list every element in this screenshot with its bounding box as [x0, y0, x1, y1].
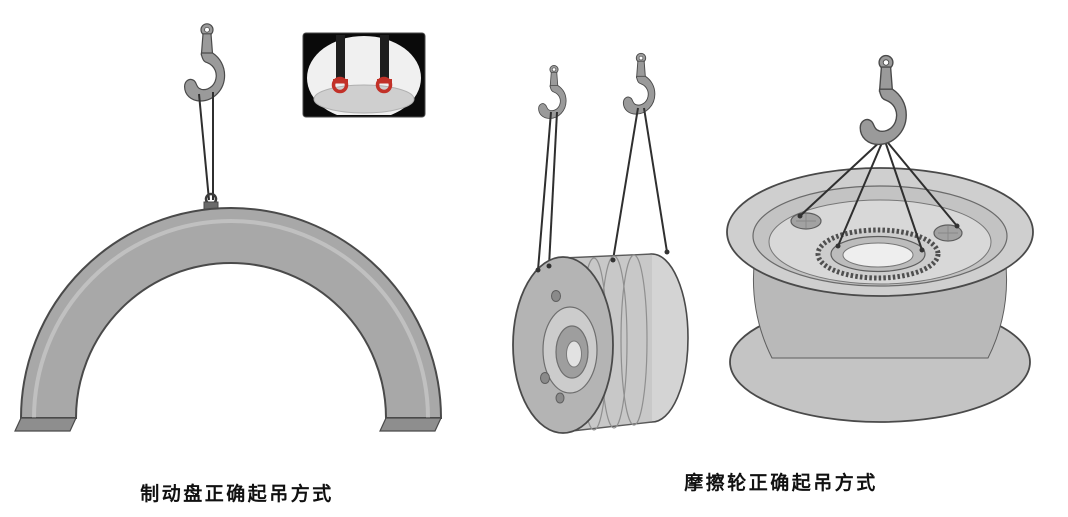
- sling-line: [883, 137, 923, 251]
- bolt-hole: [555, 392, 565, 404]
- sling-line: [837, 137, 885, 247]
- inset-ground: [313, 84, 415, 114]
- crane-hook-icon: [538, 65, 567, 119]
- sling-attachment: [797, 213, 803, 219]
- sling-attachment: [664, 249, 670, 255]
- center-bore: [842, 242, 914, 268]
- sling-line: [883, 137, 958, 227]
- bolt-hole: [551, 290, 561, 302]
- figure-caption-brake-disc: 制动盘正确起吊方式: [140, 484, 334, 505]
- wheel-body-edges: [562, 253, 653, 433]
- crane-hook-icon: [184, 23, 226, 102]
- sling-attachment: [546, 263, 552, 269]
- sling-attachment: [954, 223, 960, 229]
- friction-wheel-figure: [726, 54, 1034, 423]
- arch-foot: [14, 417, 77, 432]
- sling-line: [612, 107, 639, 261]
- sling-line: [198, 93, 210, 201]
- brake-disc-arch: [19, 207, 443, 419]
- bolt-hole: [540, 372, 550, 384]
- brake-disc-figure: [14, 23, 443, 432]
- red-shackle-icon: [331, 76, 349, 94]
- sling-line: [537, 111, 552, 271]
- lifting-bar: [336, 35, 345, 79]
- arch-foot: [379, 417, 442, 432]
- sling-line: [548, 111, 558, 267]
- sling-line: [643, 107, 668, 253]
- sling-attachment: [610, 257, 616, 263]
- center-mark: [938, 226, 958, 240]
- sling-attachment: [835, 243, 841, 249]
- figure-caption-friction-wheel: 摩擦轮正确起吊方式: [684, 473, 878, 494]
- sling-attachment: [535, 267, 541, 273]
- red-shackle-icon: [375, 76, 393, 94]
- hub-bore: [566, 340, 582, 368]
- center-mark: [796, 214, 816, 228]
- lifting-bar: [380, 35, 389, 79]
- shackle-detail-inset: [302, 32, 426, 118]
- inset-content: [307, 35, 421, 115]
- sling-attachment: [919, 247, 925, 253]
- arch-highlight: [32, 219, 430, 419]
- crane-hook-icon: [622, 52, 656, 115]
- sling-line: [799, 137, 885, 217]
- crane-hook-icon: [859, 54, 907, 146]
- pulley-side-figure: [512, 52, 689, 434]
